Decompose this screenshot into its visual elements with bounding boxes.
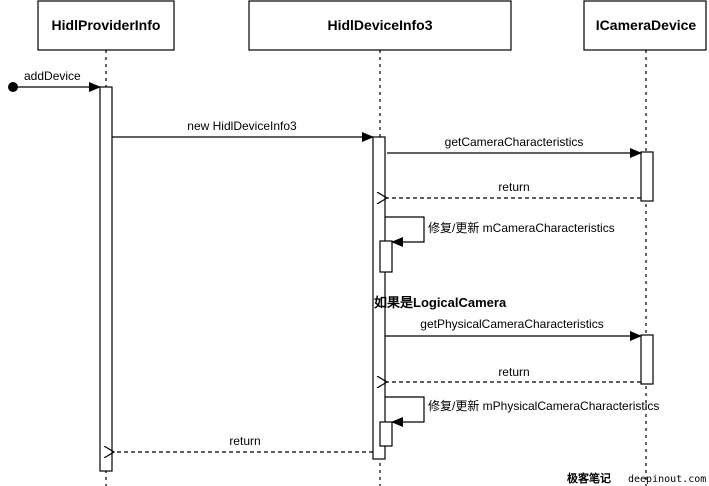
message-adddevice: addDevice (8, 69, 101, 92)
message-label: return (498, 365, 529, 379)
participant-hidlproviderinfo: HidlProviderInfo (37, 0, 175, 51)
activation-self-2 (379, 421, 393, 447)
message-return-camera: return (387, 180, 641, 198)
message-label: 修复/更新 mPhysicalCameraCharacteristics (428, 398, 659, 413)
condition-note: 如果是LogicalCamera (374, 295, 507, 310)
message-label: getPhysicalCameraCharacteristics (420, 317, 603, 331)
activation-self-1 (379, 240, 393, 273)
message-label: return (498, 180, 529, 194)
watermark-chinese: 极客笔记 (567, 471, 611, 485)
message-self-update-camera: 修复/更新 mCameraCharacteristics (385, 216, 615, 247)
message-self-update-physical: 修复/更新 mPhysicalCameraCharacteristics (385, 396, 659, 427)
watermark: 极客笔记 deepinout.com (567, 471, 706, 485)
participant-label: ICameraDevice (596, 17, 697, 33)
activation-icameradevice-1 (640, 151, 654, 202)
activation-hidlproviderinfo (99, 86, 113, 472)
watermark-site: deepinout.com (628, 474, 706, 485)
participant-hidldeviceinfo3: HidlDeviceInfo3 (248, 0, 512, 51)
message-return-physical: return (387, 365, 641, 382)
message-label: getCameraCharacteristics (445, 135, 584, 149)
message-label: addDevice (24, 69, 81, 83)
activation-icameradevice-2 (640, 334, 654, 385)
message-label: return (229, 434, 260, 448)
message-getphysicalcameracharacteristics: getPhysicalCameraCharacteristics (385, 317, 642, 341)
message-return-provider: return (114, 434, 373, 452)
message-label: new HidlDeviceInfo3 (187, 119, 297, 133)
participant-icameradevice: ICameraDevice (583, 0, 707, 51)
participant-label: HidlProviderInfo (52, 17, 161, 33)
message-label: 修复/更新 mCameraCharacteristics (428, 220, 615, 235)
message-getcameracharacteristics: getCameraCharacteristics (387, 135, 642, 158)
participant-label: HidlDeviceInfo3 (327, 17, 432, 33)
message-new-hidldeviceinfo3: new HidlDeviceInfo3 (112, 119, 374, 142)
